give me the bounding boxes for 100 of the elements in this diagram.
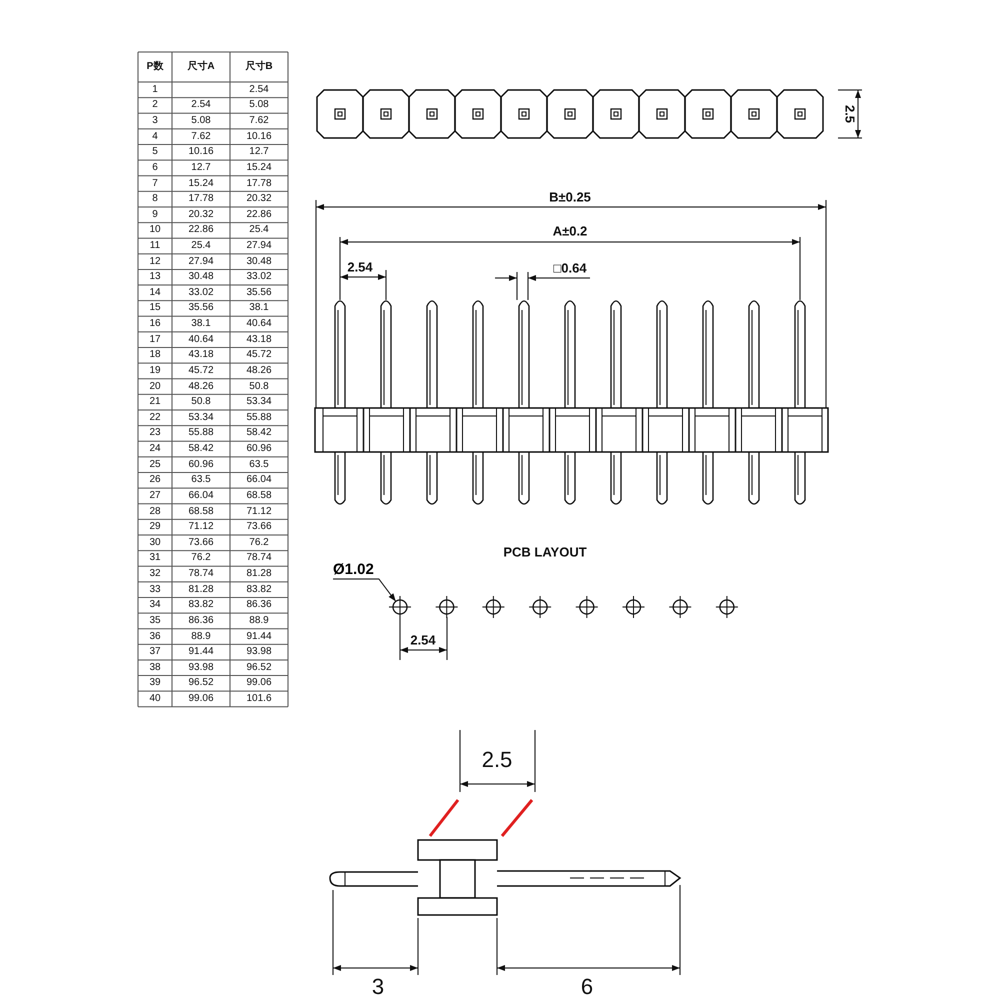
dimension-text: 2.54 xyxy=(347,260,373,274)
column-header: 尺寸A xyxy=(187,62,215,72)
table-value: 30 xyxy=(149,538,161,548)
table-value: 88.9 xyxy=(249,616,269,626)
table-value: 66.04 xyxy=(246,475,272,486)
table-value: 88.9 xyxy=(191,632,211,642)
table-value: 55.88 xyxy=(246,412,272,423)
table-value: 34 xyxy=(149,600,161,610)
table-value: 48.26 xyxy=(246,366,272,376)
table-value: 40 xyxy=(149,694,161,704)
table-value: 73.66 xyxy=(246,522,272,532)
table-value: 2.54 xyxy=(249,84,269,95)
table-value: 33.02 xyxy=(246,272,272,282)
table-value: 76.2 xyxy=(191,553,211,564)
table-value: 17.78 xyxy=(246,178,272,189)
table-value: 36 xyxy=(149,632,161,642)
table-value: 68.58 xyxy=(188,506,214,517)
table-value: 40.64 xyxy=(246,319,272,330)
table-value: 10.16 xyxy=(188,147,214,158)
table-value: 20.32 xyxy=(188,210,214,220)
table-value: 40.64 xyxy=(188,334,214,345)
table-value: 71.12 xyxy=(246,506,272,517)
table-value: 66.04 xyxy=(188,490,214,501)
dimension-text: □0.64 xyxy=(553,262,587,274)
table-value: 29 xyxy=(149,522,161,532)
table-value: 2.54 xyxy=(191,100,211,110)
table-value: 5.08 xyxy=(191,116,211,126)
table-value: 5.08 xyxy=(249,100,269,110)
table-value: 93.98 xyxy=(246,647,272,658)
table-value: 7 xyxy=(152,178,158,189)
table-value: 2 xyxy=(152,100,158,110)
table-value: 96.52 xyxy=(246,662,272,673)
table-value: 7.62 xyxy=(191,132,211,142)
table-value: 83.82 xyxy=(246,584,272,595)
table-value: 16 xyxy=(149,319,161,330)
table-value: 39 xyxy=(149,678,161,688)
table-value: 37 xyxy=(149,647,161,658)
table-value: 33 xyxy=(149,584,161,595)
table-value: 6 xyxy=(152,162,158,173)
dimension-text: A±0.2 xyxy=(552,224,588,238)
table-value: 25.4 xyxy=(249,225,269,236)
table-value: 27.94 xyxy=(188,256,214,267)
table-value: 35.56 xyxy=(188,303,214,314)
table-value: 25.4 xyxy=(191,241,211,251)
table-value: 7.62 xyxy=(249,116,269,126)
table-value: 12.7 xyxy=(191,162,211,173)
table-value: 1 xyxy=(152,84,158,95)
column-header: P数 xyxy=(146,62,164,72)
section-heading: PCB LAYOUT xyxy=(503,546,587,558)
table-value: 53.34 xyxy=(246,397,272,408)
table-value: 27 xyxy=(149,490,161,501)
table-value: 35.56 xyxy=(246,288,272,298)
table-value: 12 xyxy=(149,256,161,267)
dimension-text: B±0.25 xyxy=(549,190,591,204)
column-header: 尺寸B xyxy=(245,62,273,72)
table-value: 22 xyxy=(149,412,161,423)
table-value: 99.06 xyxy=(188,694,214,704)
table-value: 17.78 xyxy=(188,194,214,204)
table-value: 50.8 xyxy=(191,397,211,408)
table-value: 96.52 xyxy=(188,678,214,688)
table-value: 63.5 xyxy=(249,460,269,470)
table-value: 63.5 xyxy=(191,475,211,486)
table-value: 38.1 xyxy=(191,319,211,330)
dimension-text: 3 xyxy=(372,976,384,998)
table-value: 73.66 xyxy=(188,538,214,548)
table-value: 60.96 xyxy=(188,460,214,470)
table-value: 18 xyxy=(149,350,161,360)
table-value: 78.74 xyxy=(246,553,272,564)
table-value: 9 xyxy=(152,210,158,220)
table-value: 68.58 xyxy=(246,490,272,501)
table-value: 81.28 xyxy=(246,569,272,580)
table-value: 3 xyxy=(152,116,158,126)
leader-line xyxy=(332,578,396,602)
table-value: 15.24 xyxy=(188,178,214,189)
table-value: 22.86 xyxy=(246,210,272,220)
table-value: 43.18 xyxy=(188,350,214,360)
table-value: 101.6 xyxy=(246,694,272,704)
drill-hole xyxy=(388,595,412,619)
table-value: 99.06 xyxy=(246,678,272,688)
table-value: 53.34 xyxy=(188,412,214,423)
table-value: 48.26 xyxy=(188,382,214,392)
table-value: 28 xyxy=(149,506,161,517)
table-value: 38.1 xyxy=(249,303,269,314)
table-value: 20.32 xyxy=(246,194,272,204)
table-value: 86.36 xyxy=(188,616,214,626)
table-value: 91.44 xyxy=(188,647,214,658)
table-value: 13 xyxy=(149,272,161,282)
table-value: 15 xyxy=(149,303,161,314)
table-value: 78.74 xyxy=(188,569,214,580)
table-value: 21 xyxy=(149,397,161,408)
table-value: 86.36 xyxy=(246,600,272,610)
table-value: 45.72 xyxy=(246,350,272,360)
dimension-text: 6 xyxy=(580,976,594,998)
table-value: 5 xyxy=(152,147,158,158)
table-value: 58.42 xyxy=(188,444,214,454)
table-value: 83.82 xyxy=(188,600,214,610)
table-value: 93.98 xyxy=(188,662,214,673)
table-value: 33.02 xyxy=(188,288,214,298)
table-value: 10.16 xyxy=(246,132,272,142)
table-value: 24 xyxy=(149,444,161,454)
